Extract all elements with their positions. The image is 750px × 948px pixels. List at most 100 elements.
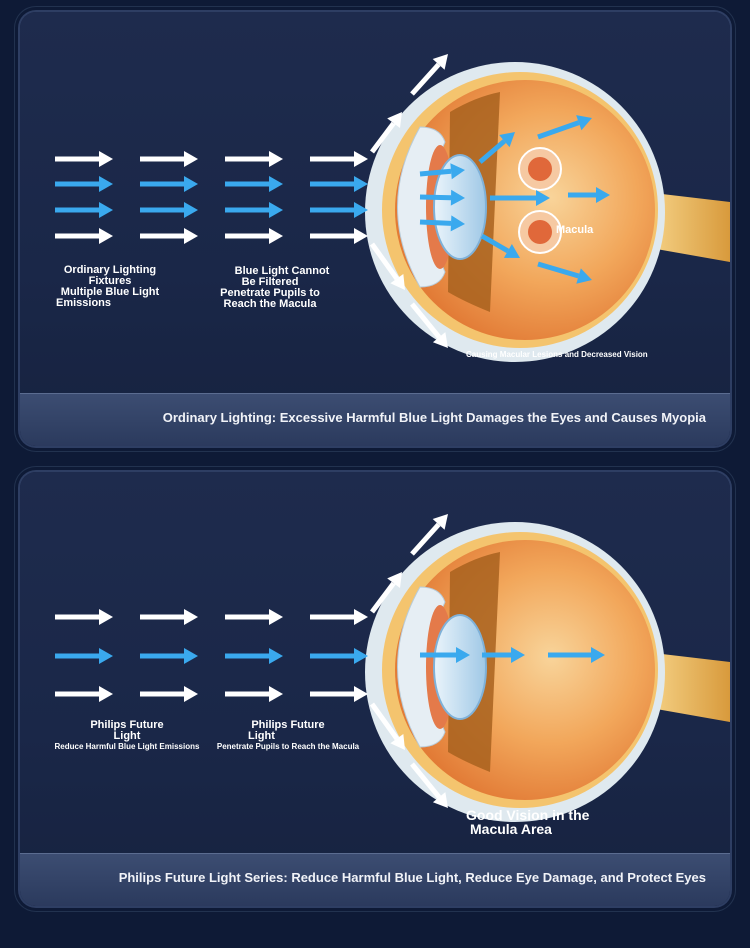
white-arrow-icon-head [99, 151, 113, 167]
macula-label: Macula [556, 224, 594, 236]
white-arrow-icon-head [390, 273, 405, 290]
white-arrow-icon-head [99, 686, 113, 702]
blue-arrow-icon-head [511, 647, 525, 663]
result-label: Causing Macular Lesions and Decreased Vi… [466, 350, 648, 359]
blue-arrow-icon-head [269, 176, 283, 192]
blue-arrow-icon-head [456, 647, 470, 663]
blue-arrow-icon-head [591, 647, 605, 663]
filter-label-line4: Reach the Macula [223, 298, 317, 310]
white-arrow-icon-head [354, 228, 368, 244]
blue-arrow-icon [419, 168, 452, 177]
lens [433, 154, 487, 260]
blue-arrow-icon-head [99, 176, 113, 192]
white-arrow-icon-head [184, 686, 198, 702]
blue-arrow-icon [537, 120, 580, 140]
caption-bar: Ordinary Lighting: Excessive Harmful Blu… [20, 393, 730, 446]
white-arrow-icon-head [432, 332, 448, 348]
white-arrow-icon [370, 581, 396, 614]
lesion-dot-2 [528, 220, 552, 244]
result-label-line1: Good Vision in the [466, 807, 590, 823]
blue-arrow-icon-head [269, 202, 283, 218]
philips-light-panel: Philips Future Light Reduce Harmful Blue… [20, 472, 730, 906]
caption-bar: Philips Future Light Series: Reduce Harm… [20, 853, 730, 906]
filter-label-line3: Penetrate Pupils to [220, 287, 320, 299]
blue-arrow-icon [419, 194, 452, 201]
white-arrow-icon-head [354, 609, 368, 625]
white-arrow-icon-head [269, 686, 283, 702]
filter-label: Blue Light Cannot Be Filtered Penetrate … [205, 266, 335, 310]
white-arrow-icon-head [184, 609, 198, 625]
source-label-line3: Reduce Harmful Blue Light Emissions [54, 742, 200, 751]
white-arrow-icon-head [184, 228, 198, 244]
filter-label-line3: Penetrate Pupils to Reach the Macula [216, 742, 360, 751]
lens [433, 614, 487, 720]
white-arrow-icon [369, 702, 399, 741]
white-arrow-icon-head [99, 609, 113, 625]
white-arrow-icon [369, 242, 399, 281]
eye-diagram [55, 514, 730, 822]
blue-arrow-icon-head [184, 202, 198, 218]
white-arrow-icon-head [354, 686, 368, 702]
source-label-line1: Philips Future [90, 719, 164, 731]
blue-arrow-icon-head [499, 132, 515, 148]
blue-arrow-icon-head [354, 648, 368, 664]
result-label: Good Vision in the Macula Area [466, 808, 589, 836]
blue-arrow-icon-head [503, 244, 520, 258]
white-arrow-icon-head [387, 572, 402, 588]
blue-arrow-icon-head [269, 648, 283, 664]
blue-arrow-icon-head [99, 648, 113, 664]
blue-arrow-icon-head [536, 190, 550, 206]
blue-arrow-icon-head [184, 648, 198, 664]
blue-arrow-icon [419, 219, 452, 226]
blue-arrow-icon-head [576, 115, 592, 131]
white-arrow-icon [410, 302, 442, 339]
white-arrow-icon-head [269, 609, 283, 625]
source-label-line3: Multiple Blue Light [60, 286, 160, 298]
source-label-line1: Ordinary Lighting [63, 264, 157, 276]
white-arrow-icon-head [387, 112, 402, 128]
white-arrow-icon-head [184, 151, 198, 167]
white-arrow-icon-head [269, 151, 283, 167]
filter-label: Philips Future Light Penetrate Pupils to… [208, 719, 368, 752]
white-arrow-icon-head [99, 228, 113, 244]
white-arrow-icon-head [432, 54, 448, 70]
white-arrow-icon-head [390, 733, 405, 750]
white-arrow-icon-head [269, 228, 283, 244]
blue-arrow-icon-head [596, 187, 610, 203]
white-arrow-icon-head [432, 514, 448, 530]
result-label-line2: Macula Area [470, 821, 552, 837]
white-arrow-icon [410, 62, 441, 96]
source-label-line4: Emissions [56, 297, 112, 309]
white-arrow-icon-head [354, 151, 368, 167]
blue-arrow-icon-head [450, 189, 465, 206]
filter-label-line1: Blue Light Cannot [234, 265, 330, 277]
optic-nerve [645, 652, 730, 722]
blue-arrow-icon [480, 233, 510, 254]
source-label-line2: Light [113, 730, 141, 742]
blue-arrow-icon [478, 139, 506, 164]
blue-arrow-icon-head [184, 176, 198, 192]
white-arrow-icon [370, 121, 396, 154]
source-label: Philips Future Light Reduce Harmful Blue… [42, 719, 212, 752]
source-label: Ordinary Lighting Fixtures Multiple Blue… [50, 265, 170, 309]
lesion-dot-1 [528, 157, 552, 181]
panel-caption: Philips Future Light Series: Reduce Harm… [118, 870, 706, 885]
blue-arrow-icon-head [354, 202, 368, 218]
blue-arrow-icon-head [576, 268, 592, 284]
optic-nerve [645, 192, 730, 262]
blue-arrow-icon-head [450, 163, 465, 180]
filter-label-line1: Philips Future [251, 719, 325, 731]
filter-label-line2: Be Filtered [241, 276, 299, 288]
white-arrow-icon [410, 522, 441, 556]
blue-arrow-icon-head [450, 215, 465, 232]
ordinary-lighting-panel: Ordinary Lighting Fixtures Multiple Blue… [20, 12, 730, 446]
white-arrow-icon [410, 762, 442, 799]
white-arrow-icon-head [432, 792, 448, 808]
blue-arrow-icon-head [99, 202, 113, 218]
blue-arrow-icon [537, 261, 580, 279]
blue-arrow-icon-head [354, 176, 368, 192]
eye-diagram [55, 54, 730, 362]
source-label-line2: Fixtures [88, 275, 132, 287]
panel-caption: Ordinary Lighting: Excessive Harmful Blu… [162, 410, 706, 425]
filter-label-line2: Light [248, 730, 275, 742]
